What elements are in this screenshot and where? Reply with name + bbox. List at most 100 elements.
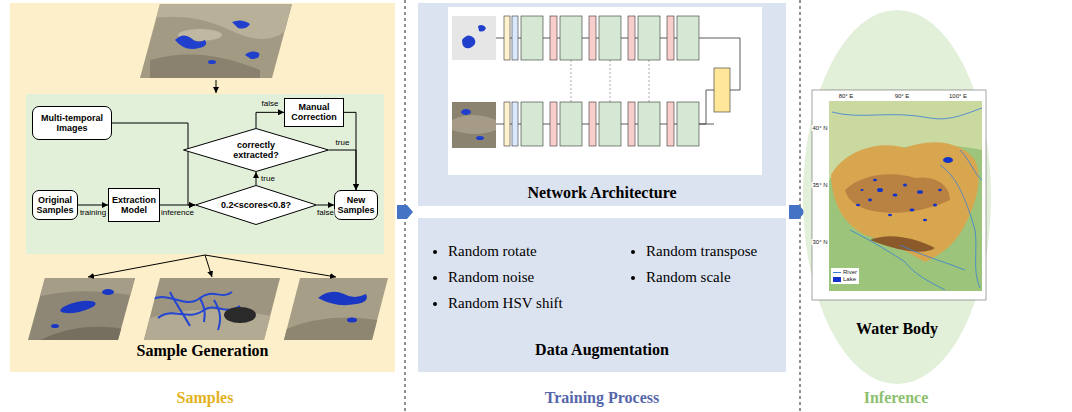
network-panel: Network Architecture (418, 3, 786, 206)
legend-text: River (843, 269, 857, 276)
flow-text: Multi-temporal Images (37, 113, 107, 134)
satellite-image (347, 318, 357, 323)
network-illustration (599, 102, 621, 146)
augmentation-item: Random HSV shift (448, 294, 646, 312)
panel-fill (26, 94, 384, 254)
flow-text: New Samples (338, 195, 375, 216)
network-illustration (550, 102, 557, 146)
diamond-shape (184, 129, 329, 172)
diamond-shape (196, 186, 317, 225)
satellite-image (284, 278, 388, 340)
satellite-image (150, 292, 232, 302)
network-illustration (512, 16, 518, 60)
legend-swatch (833, 277, 841, 282)
flow-arrow (216, 80, 217, 93)
network-illustration (571, 60, 649, 102)
network-illustration (521, 16, 543, 60)
panel-fill (418, 3, 786, 206)
flow-arrow (205, 255, 212, 277)
sample-panel: Sample GenerationMulti-temporal ImagesMa… (10, 3, 395, 372)
satellite-image (140, 4, 292, 78)
map-coordinate: 80° E (838, 93, 855, 99)
map-coordinate: 40° N (811, 125, 828, 131)
satellite-image (245, 51, 259, 59)
satellite-image (214, 300, 220, 330)
satellite-image (232, 20, 250, 28)
edge-label: inference (160, 209, 195, 217)
flow-connector (256, 112, 284, 128)
network-illustration (452, 16, 496, 60)
result-ellipse: Water Body (802, 9, 992, 385)
network-illustration (521, 102, 543, 146)
satellite-image (318, 292, 367, 305)
satellite-image (28, 278, 135, 340)
network-illustration (504, 16, 510, 60)
network-illustration (452, 102, 496, 148)
network-illustration (638, 102, 660, 146)
decision-diamond: correctly extracted? (183, 128, 329, 172)
flow-text: Manual Correction (289, 102, 339, 123)
satellite-image (59, 298, 96, 315)
output-box: New Samples (334, 190, 378, 220)
edge-label: false (261, 100, 280, 108)
flow-connector (317, 205, 334, 206)
flow-text: correctly extracted? (228, 140, 284, 161)
input-box: Multi-temporal Images (32, 106, 112, 140)
flow-chevron (397, 205, 413, 219)
decision-diamond: 0.2<scores<0.8? (195, 185, 317, 225)
map-legend: RiverLake (831, 268, 859, 284)
satellite-image (170, 292, 190, 326)
map-coordinate: 100° E (948, 93, 968, 99)
panel-fill (10, 3, 395, 372)
edge-label: false (316, 209, 335, 217)
flow-text: Extraction Model (112, 195, 156, 216)
network-illustration (628, 16, 635, 60)
augmentation-item: Random rotate (448, 242, 646, 260)
network-illustration (452, 115, 496, 134)
legend-line (833, 272, 841, 273)
augmentation-panel: Random rotateRandom transposeRandom nois… (418, 218, 786, 372)
satellite-image (208, 60, 216, 64)
satellite-image (144, 278, 280, 340)
network-illustration (448, 7, 762, 175)
satellite-image (51, 324, 59, 328)
satellite-image (150, 54, 260, 78)
satellite-image (28, 278, 135, 340)
network-illustration (610, 60, 611, 102)
map-coordinate: 35° N (811, 182, 828, 188)
panel-title: Network Architecture (418, 183, 786, 202)
satellite-image (224, 307, 256, 323)
network-illustration (628, 102, 635, 146)
satellite-image (40, 327, 130, 340)
network-illustration (714, 68, 730, 112)
flow-chevron (789, 205, 805, 219)
network-illustration (699, 90, 714, 124)
augmentation-list: Random rotateRandom transposeRandom nois… (432, 242, 796, 312)
map-illustration (812, 90, 986, 300)
edge-label: true (335, 139, 351, 147)
satellite-image (284, 318, 388, 341)
network-illustration (560, 16, 582, 60)
network-illustration (476, 136, 484, 140)
network-illustration (649, 60, 650, 102)
flow-connector (329, 150, 356, 190)
flow-connector (344, 112, 356, 190)
divider-line (405, 0, 800, 412)
network-illustration (478, 25, 486, 32)
augmentation-item: Random noise (448, 268, 646, 286)
satellite-image (102, 289, 114, 295)
augmentation-item: Random scale (646, 268, 796, 286)
flow-connector (256, 172, 257, 185)
stage-caption: Samples (177, 388, 234, 407)
legend-line (833, 270, 841, 275)
flow-text: 0.2<scores<0.8? (221, 200, 291, 210)
panel-fill (418, 218, 786, 372)
network-illustration (461, 109, 471, 115)
map-coordinate: 90° E (894, 93, 911, 99)
network-illustration (571, 60, 572, 102)
process-box: Extraction Model (108, 188, 160, 222)
panel-title: Data Augmentation (418, 340, 786, 359)
legend-text: Lake (843, 276, 856, 283)
satellite-image (284, 278, 388, 340)
panel-title: Water Body (802, 319, 992, 338)
